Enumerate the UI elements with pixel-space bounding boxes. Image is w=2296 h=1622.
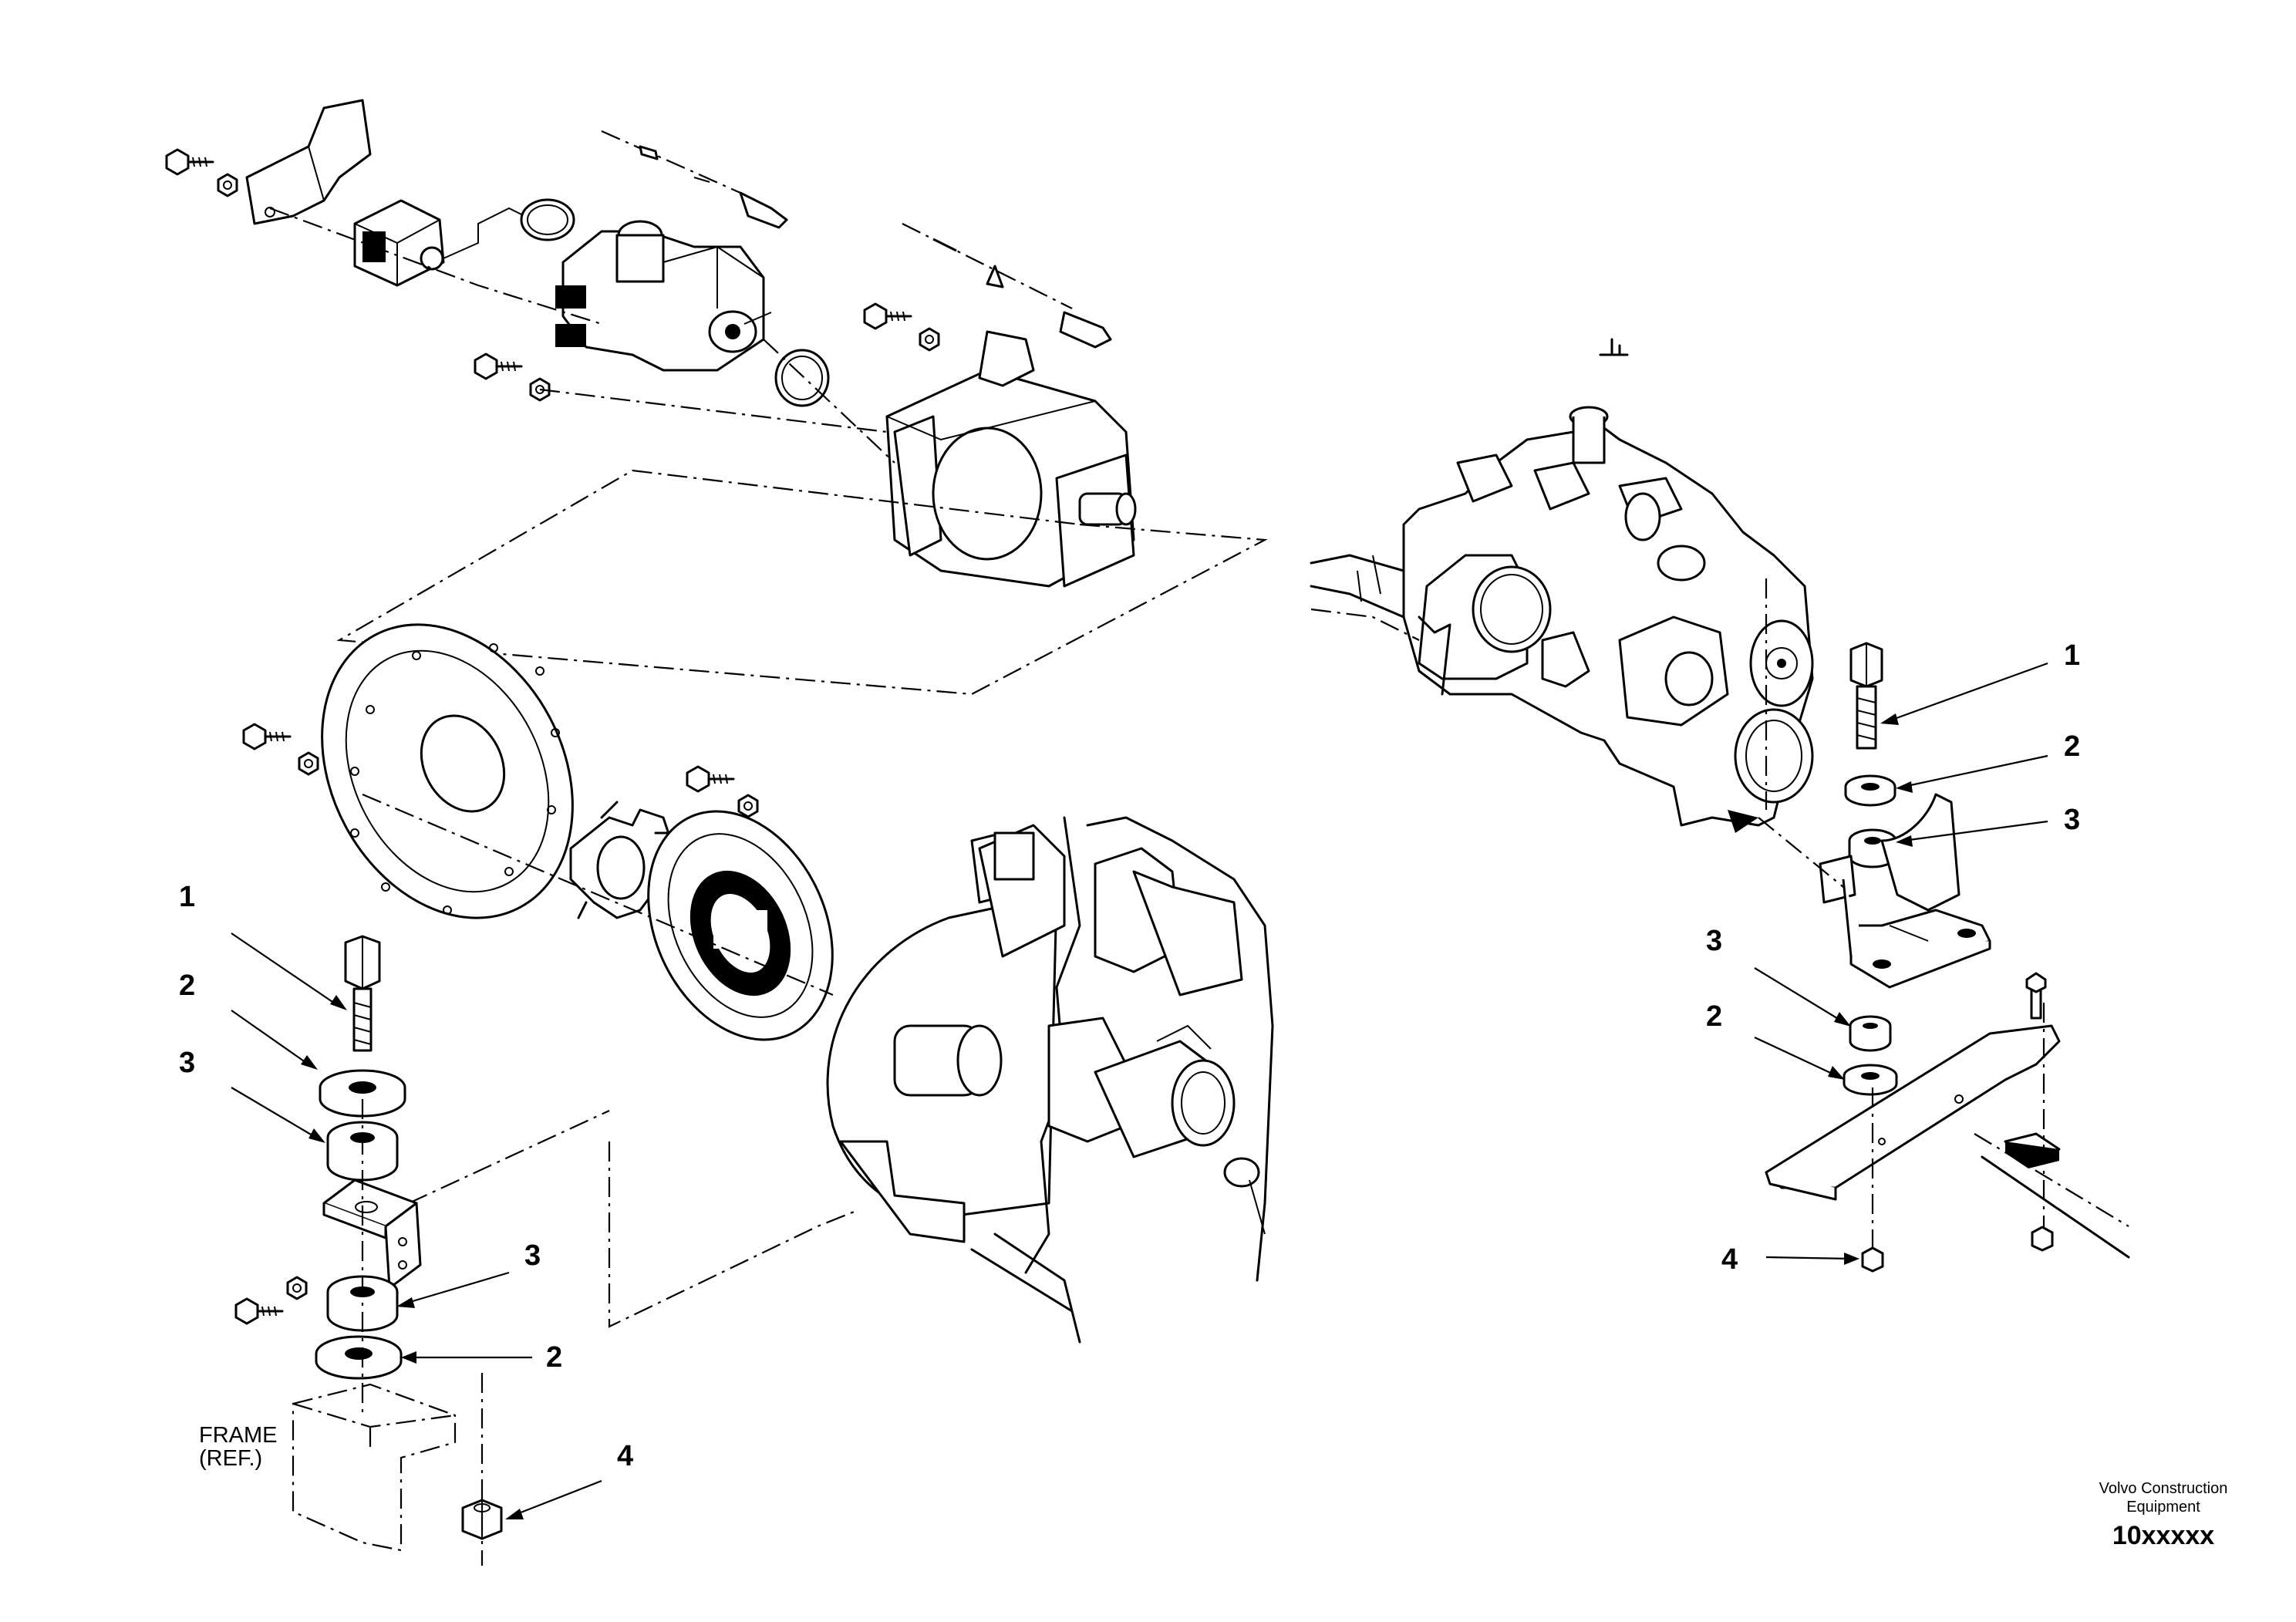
lever-washer	[217, 173, 238, 197]
centerline-top-1	[601, 130, 741, 194]
frame-label-line1: FRAME	[199, 1423, 278, 1448]
control-valve	[555, 220, 772, 372]
company-name-line1: Volvo Construction	[2099, 1480, 2228, 1497]
pump-assembly	[165, 99, 1268, 696]
bracket-bolt	[234, 1297, 284, 1325]
title-block: Volvo Construction Equipment 10xxxxx	[2075, 1479, 2252, 1551]
right-mount-bushing-bottom	[1849, 1015, 1892, 1052]
small-mount-bolt	[2025, 972, 2047, 1020]
support-bar	[1765, 1024, 2061, 1201]
callout-left-3: 3	[179, 1047, 195, 1079]
company-name-line2: Equipment	[2126, 1499, 2200, 1516]
o-ring-upper	[520, 198, 575, 241]
pump-bolt-upper	[863, 302, 912, 330]
adapter-plate	[321, 623, 574, 919]
callout-left-3b: 3	[524, 1239, 541, 1272]
frame-reference: FRAME (REF.)	[199, 1383, 457, 1552]
pump-bolt-lower	[474, 352, 523, 380]
callout-right-2b: 2	[1706, 1000, 1722, 1033]
coupling-bolt	[686, 765, 735, 793]
callout-right-3b: 3	[1706, 925, 1722, 957]
sensor-block	[353, 199, 445, 287]
engine-side-view	[970, 816, 1274, 1344]
small-nut	[2031, 1226, 2054, 1252]
frame-label-line2: (REF.)	[199, 1446, 262, 1471]
shaft-centerline	[362, 793, 834, 996]
callout-left-2: 2	[179, 969, 195, 1002]
left-mount-bolt	[344, 935, 381, 1052]
callout-right-4: 4	[1721, 1243, 1738, 1276]
drawing-number: 10xxxxx	[2112, 1521, 2215, 1550]
plate-bolt	[242, 723, 292, 750]
coupling-hub	[647, 810, 834, 1041]
bracket-washer	[286, 1276, 308, 1300]
right-mount-bolt	[1849, 642, 1883, 750]
callout-left-2b: 2	[546, 1341, 562, 1374]
plate-washer	[298, 751, 319, 776]
engine-block	[1402, 406, 1814, 833]
callout-left-4: 4	[617, 1440, 633, 1472]
drive-coupling	[242, 623, 1274, 1344]
left-mount-bracket	[322, 1179, 422, 1290]
callout-right-2: 2	[2064, 730, 2080, 763]
engine-bellhousing	[826, 816, 1081, 1274]
callout-right-3: 3	[2064, 804, 2080, 836]
right-mount-nut	[1861, 1246, 1884, 1273]
coupling-spider	[569, 801, 688, 919]
left-mount-stack: FRAME (REF.)	[199, 935, 503, 1566]
flywheel-reference-box	[336, 469, 1268, 696]
o-ring-lower	[774, 349, 830, 407]
right-mount-washer-bottom	[1843, 1064, 1898, 1096]
right-mount-bracket	[1819, 793, 1991, 989]
callouts-right: 1 2 3 3 2 4	[1706, 639, 2080, 1276]
callout-left-1: 1	[179, 881, 195, 913]
pump-washer-upper	[919, 327, 940, 352]
coupling-washer	[737, 794, 759, 818]
callouts-left: 1 2 3 3 2 4	[179, 881, 633, 1519]
right-engine	[1310, 338, 2130, 1273]
control-lever	[245, 99, 372, 225]
right-mount-washer-top	[1844, 774, 1896, 807]
callout-right-1: 1	[2064, 639, 2080, 672]
hydraulic-pump	[885, 330, 1137, 588]
lever-bolt	[165, 148, 214, 176]
left-mount-washer-bottom	[315, 1335, 403, 1380]
